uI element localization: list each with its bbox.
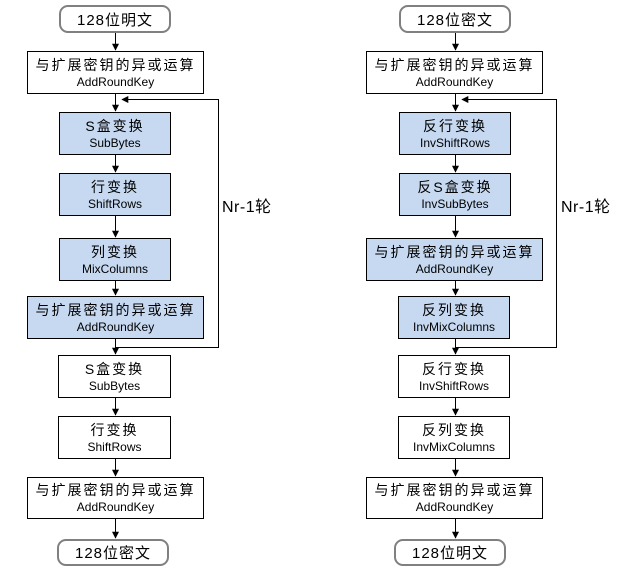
node-subtitle-en: AddRoundKey [415,500,494,514]
node-subtitle-en: InvShiftRows [419,135,491,150]
node-title-zh: 与扩展密钥的异或运算 [374,482,535,498]
encrypt-end-label: 128位密文 [74,545,152,562]
decrypt-start-pill: 128位密文 [399,5,511,33]
node-title-zh: 反行变换 [423,117,487,134]
node-subtitle-en: AddRoundKey [415,74,494,89]
encrypt-end-pill: 128位密文 [57,539,169,566]
node-subtitle-en: SubBytes [89,135,141,150]
node-title-zh: 与扩展密钥的异或运算 [35,301,196,318]
node-subtitle-en: SubBytes [88,378,141,393]
node-title-zh: S盒变换 [84,360,145,377]
decrypt-addroundkey-initial: 与扩展密钥的异或运算 AddRoundKey [366,51,543,94]
node-title-zh: 反列变换 [422,301,486,318]
encrypt-loop-label: Nr-1轮 [222,199,272,216]
node-title-zh: 反S盒变换 [417,178,493,195]
decrypt-end-pill: 128位明文 [394,539,506,566]
node-subtitle-en: AddRoundKey [415,261,494,276]
encrypt-start-label: 128位明文 [76,11,154,29]
encrypt-start-pill: 128位明文 [59,5,171,33]
node-title-zh: 与扩展密钥的异或运算 [374,56,535,73]
encrypt-loop-line [115,96,219,348]
node-title-zh: S盒变换 [85,117,145,134]
encrypt-addroundkey-initial: 与扩展密钥的异或运算 AddRoundKey [27,51,204,94]
decrypt-loop-label: Nr-1轮 [561,199,611,216]
node-title-zh: 反列变换 [422,421,486,438]
encrypt-mixcolumns-round: 列变换 MixColumns [59,238,171,281]
decrypt-addroundkey-round: 与扩展密钥的异或运算 AddRoundKey [366,238,543,281]
node-title-zh: 行变换 [91,178,139,195]
node-subtitle-en: AddRoundKey [76,319,155,334]
node-subtitle-en: InvShiftRows [418,378,490,393]
decrypt-invshiftrows-final: 反行变换 InvShiftRows [398,355,510,398]
encrypt-addroundkey-round: 与扩展密钥的异或运算 AddRoundKey [27,296,204,339]
decrypt-end-label: 128位明文 [411,545,489,562]
node-title-zh: 反行变换 [422,360,486,377]
decrypt-invshiftrows-round: 反行变换 InvShiftRows [399,112,511,155]
decrypt-loop-line [455,96,557,348]
node-title-zh: 列变换 [91,243,139,260]
node-subtitle-en: InvSubBytes [421,196,489,211]
node-subtitle-en: AddRoundKey [76,74,155,89]
node-title-zh: 与扩展密钥的异或运算 [374,243,535,260]
node-subtitle-en: AddRoundKey [76,500,155,514]
node-subtitle-en: InvMixColumns [412,439,496,454]
node-title-zh: 与扩展密钥的异或运算 [35,56,196,73]
encrypt-subbytes-round: S盒变换 SubBytes [59,112,171,155]
decrypt-invmixcolumns-final: 反列变换 InvMixColumns [398,416,510,459]
encrypt-addroundkey-final: 与扩展密钥的异或运算 AddRoundKey [27,477,204,519]
decrypt-invsubbytes-round: 反S盒变换 InvSubBytes [399,173,511,216]
encrypt-shiftrows-final: 行变换 ShiftRows [58,416,171,459]
node-subtitle-en: ShiftRows [87,196,143,211]
node-subtitle-en: ShiftRows [87,439,142,454]
encrypt-subbytes-final: S盒变换 SubBytes [58,355,171,398]
node-subtitle-en: InvMixColumns [412,319,496,334]
decrypt-invmixcolumns-round: 反列变换 InvMixColumns [398,296,510,339]
encrypt-shiftrows-round: 行变换 ShiftRows [59,173,171,216]
node-title-zh: 与扩展密钥的异或运算 [35,482,196,498]
node-title-zh: 行变换 [90,421,139,438]
decrypt-start-label: 128位密文 [416,11,494,29]
node-subtitle-en: MixColumns [81,261,148,276]
decrypt-addroundkey-final: 与扩展密钥的异或运算 AddRoundKey [366,477,543,519]
